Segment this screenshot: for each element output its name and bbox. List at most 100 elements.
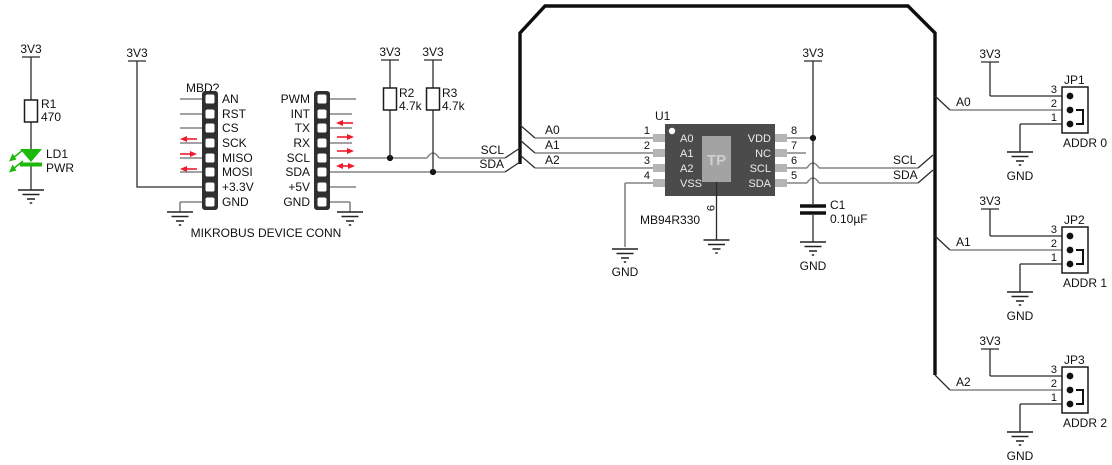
bus-outline [518, 4, 937, 375]
power-led-branch: 3V3 R1 470 LD1 PWR [9, 42, 74, 204]
mikrobus-title: MIKROBUS DEVICE CONN [191, 226, 342, 240]
svg-text:SCL: SCL [287, 151, 311, 165]
vdd-decoupling: 3V3 C1 0.10µF GND [799, 46, 868, 273]
chip-pin-names-left: A0 A1 A2 VSS [680, 133, 702, 190]
jp3-pin2-number: 2 [1051, 378, 1057, 390]
gnd-symbol-jp2 [1006, 291, 1034, 306]
gnd-symbol-vss [611, 248, 639, 263]
jp2-body [1061, 226, 1089, 274]
jumper-jp2: A1 3V3 GND 3 2 1 JP2 ADDR 1 [950, 194, 1107, 323]
svg-text:GND: GND [222, 195, 249, 209]
svg-text:PWM: PWM [281, 92, 310, 106]
chip-thermal-pad [702, 136, 731, 182]
jp1-ref: JP1 [1064, 73, 1085, 87]
resistor-r1-body [23, 99, 39, 123]
resistor-r1-value: 470 [41, 110, 61, 124]
svg-text:+5V: +5V [288, 180, 310, 194]
gnd-symbol-led [17, 189, 45, 204]
bus-entry-diagonals [504, 95, 951, 391]
chip-left-wires [535, 137, 653, 247]
svg-text:2: 2 [644, 140, 650, 152]
svg-text:+3.3V: +3.3V [222, 180, 254, 194]
jp2-label: ADDR 1 [1063, 276, 1107, 290]
svg-text:A1: A1 [680, 148, 693, 160]
resistor-r3-body [425, 87, 441, 111]
rail-label-3v3-mikrobus: 3V3 [126, 46, 148, 60]
junction-vdd [809, 134, 817, 142]
jp2-shunt-bracket [1076, 249, 1084, 265]
chip-part-number: MB94R330 [640, 213, 700, 227]
svg-text:7: 7 [791, 140, 797, 152]
svg-text:CS: CS [222, 121, 239, 135]
svg-text:5: 5 [791, 170, 797, 182]
rail-label-3v3-r2: 3V3 [379, 45, 401, 59]
right-direction-arrows [336, 120, 355, 169]
jp2-ref: JP2 [1064, 213, 1085, 227]
i2c-wires-left: SCL SDA [330, 143, 505, 176]
jp3-shunt-bracket [1076, 389, 1084, 405]
mikrobus-rail: 3V3 [126, 46, 202, 188]
jumper-jp3: A2 3V3 GND 3 2 1 JP3 ADDR 2 [950, 334, 1107, 463]
svg-text:VDD: VDD [748, 133, 771, 145]
left-connector-body [202, 91, 218, 210]
capacitor-c1-value: 0.10µF [830, 212, 868, 226]
jp2-pin3-number: 3 [1051, 224, 1057, 236]
chip-tp-pin-number: 9 [704, 205, 716, 211]
chip-pin-names-right: VDD NC SCL SDA [748, 133, 772, 190]
jp1-shunt-bracket [1076, 109, 1084, 125]
resistor-r1-ref: R1 [41, 97, 57, 111]
svg-text:6: 6 [791, 155, 797, 167]
svg-text:SDA: SDA [748, 178, 771, 190]
svg-text:VSS: VSS [680, 178, 702, 190]
svg-text:TX: TX [295, 121, 310, 135]
gnd-label-jp3: GND [1007, 449, 1034, 463]
jp1-body [1061, 86, 1089, 134]
chip-ref: U1 [655, 109, 671, 123]
svg-text:AN: AN [222, 92, 239, 106]
jp3-ref: JP3 [1064, 353, 1085, 367]
gnd-symbol-jp3 [1006, 431, 1034, 446]
led-triangle [20, 149, 42, 162]
gnd-symbol-mikrobus-left [166, 211, 194, 226]
right-connector-body [314, 91, 330, 210]
gnd-symbol-c1 [799, 241, 827, 256]
right-pin-labels: PWM INT TX RX SCL SDA +5V GND [281, 92, 311, 209]
chip-tp-label: TP [707, 152, 726, 169]
svg-text:MOSI: MOSI [222, 165, 253, 179]
chip-pin1-dot [668, 127, 676, 135]
svg-text:GND: GND [283, 195, 310, 209]
net-label-sda: SDA [479, 157, 504, 171]
resistor-r3-value: 4.7k [442, 99, 466, 113]
svg-text:SCL: SCL [750, 163, 771, 175]
svg-text:3: 3 [644, 155, 650, 167]
rail-label-3v3-jp2: 3V3 [979, 194, 1001, 208]
net-label-sda-right: SDA [893, 168, 918, 182]
gnd-label-vss: GND [612, 265, 639, 279]
svg-text:RST: RST [222, 107, 247, 121]
jp3-body [1061, 366, 1089, 414]
capacitor-c1-ref: C1 [830, 198, 846, 212]
svg-text:NC: NC [755, 148, 771, 160]
pullup-r3: 3V3 R3 4.7k [422, 45, 466, 172]
svg-text:MISO: MISO [222, 151, 253, 165]
left-pin-stubs [179, 98, 202, 212]
pullup-r2: 3V3 R2 4.7k [379, 45, 423, 158]
bus-loop [504, 4, 951, 391]
rail-label-3v3-vdd: 3V3 [802, 46, 824, 60]
rail-drop-wire [136, 61, 202, 188]
gnd-symbol-mikrobus-right [336, 211, 364, 226]
gnd-label-jp1: GND [1007, 169, 1034, 183]
net-label-a2: A2 [545, 153, 560, 167]
capacitor-c1-plates [800, 204, 826, 215]
led-emission-arrows [9, 149, 24, 173]
rail-label-3v3-r3: 3V3 [422, 45, 444, 59]
svg-text:A0: A0 [680, 133, 693, 145]
jp3-pin3-number: 3 [1051, 364, 1057, 376]
svg-text:1: 1 [644, 125, 650, 137]
jp2-pin1-number: 1 [1051, 252, 1057, 264]
svg-text:8: 8 [791, 125, 797, 137]
jp1-label: ADDR 0 [1063, 136, 1107, 150]
svg-text:RX: RX [293, 136, 310, 150]
